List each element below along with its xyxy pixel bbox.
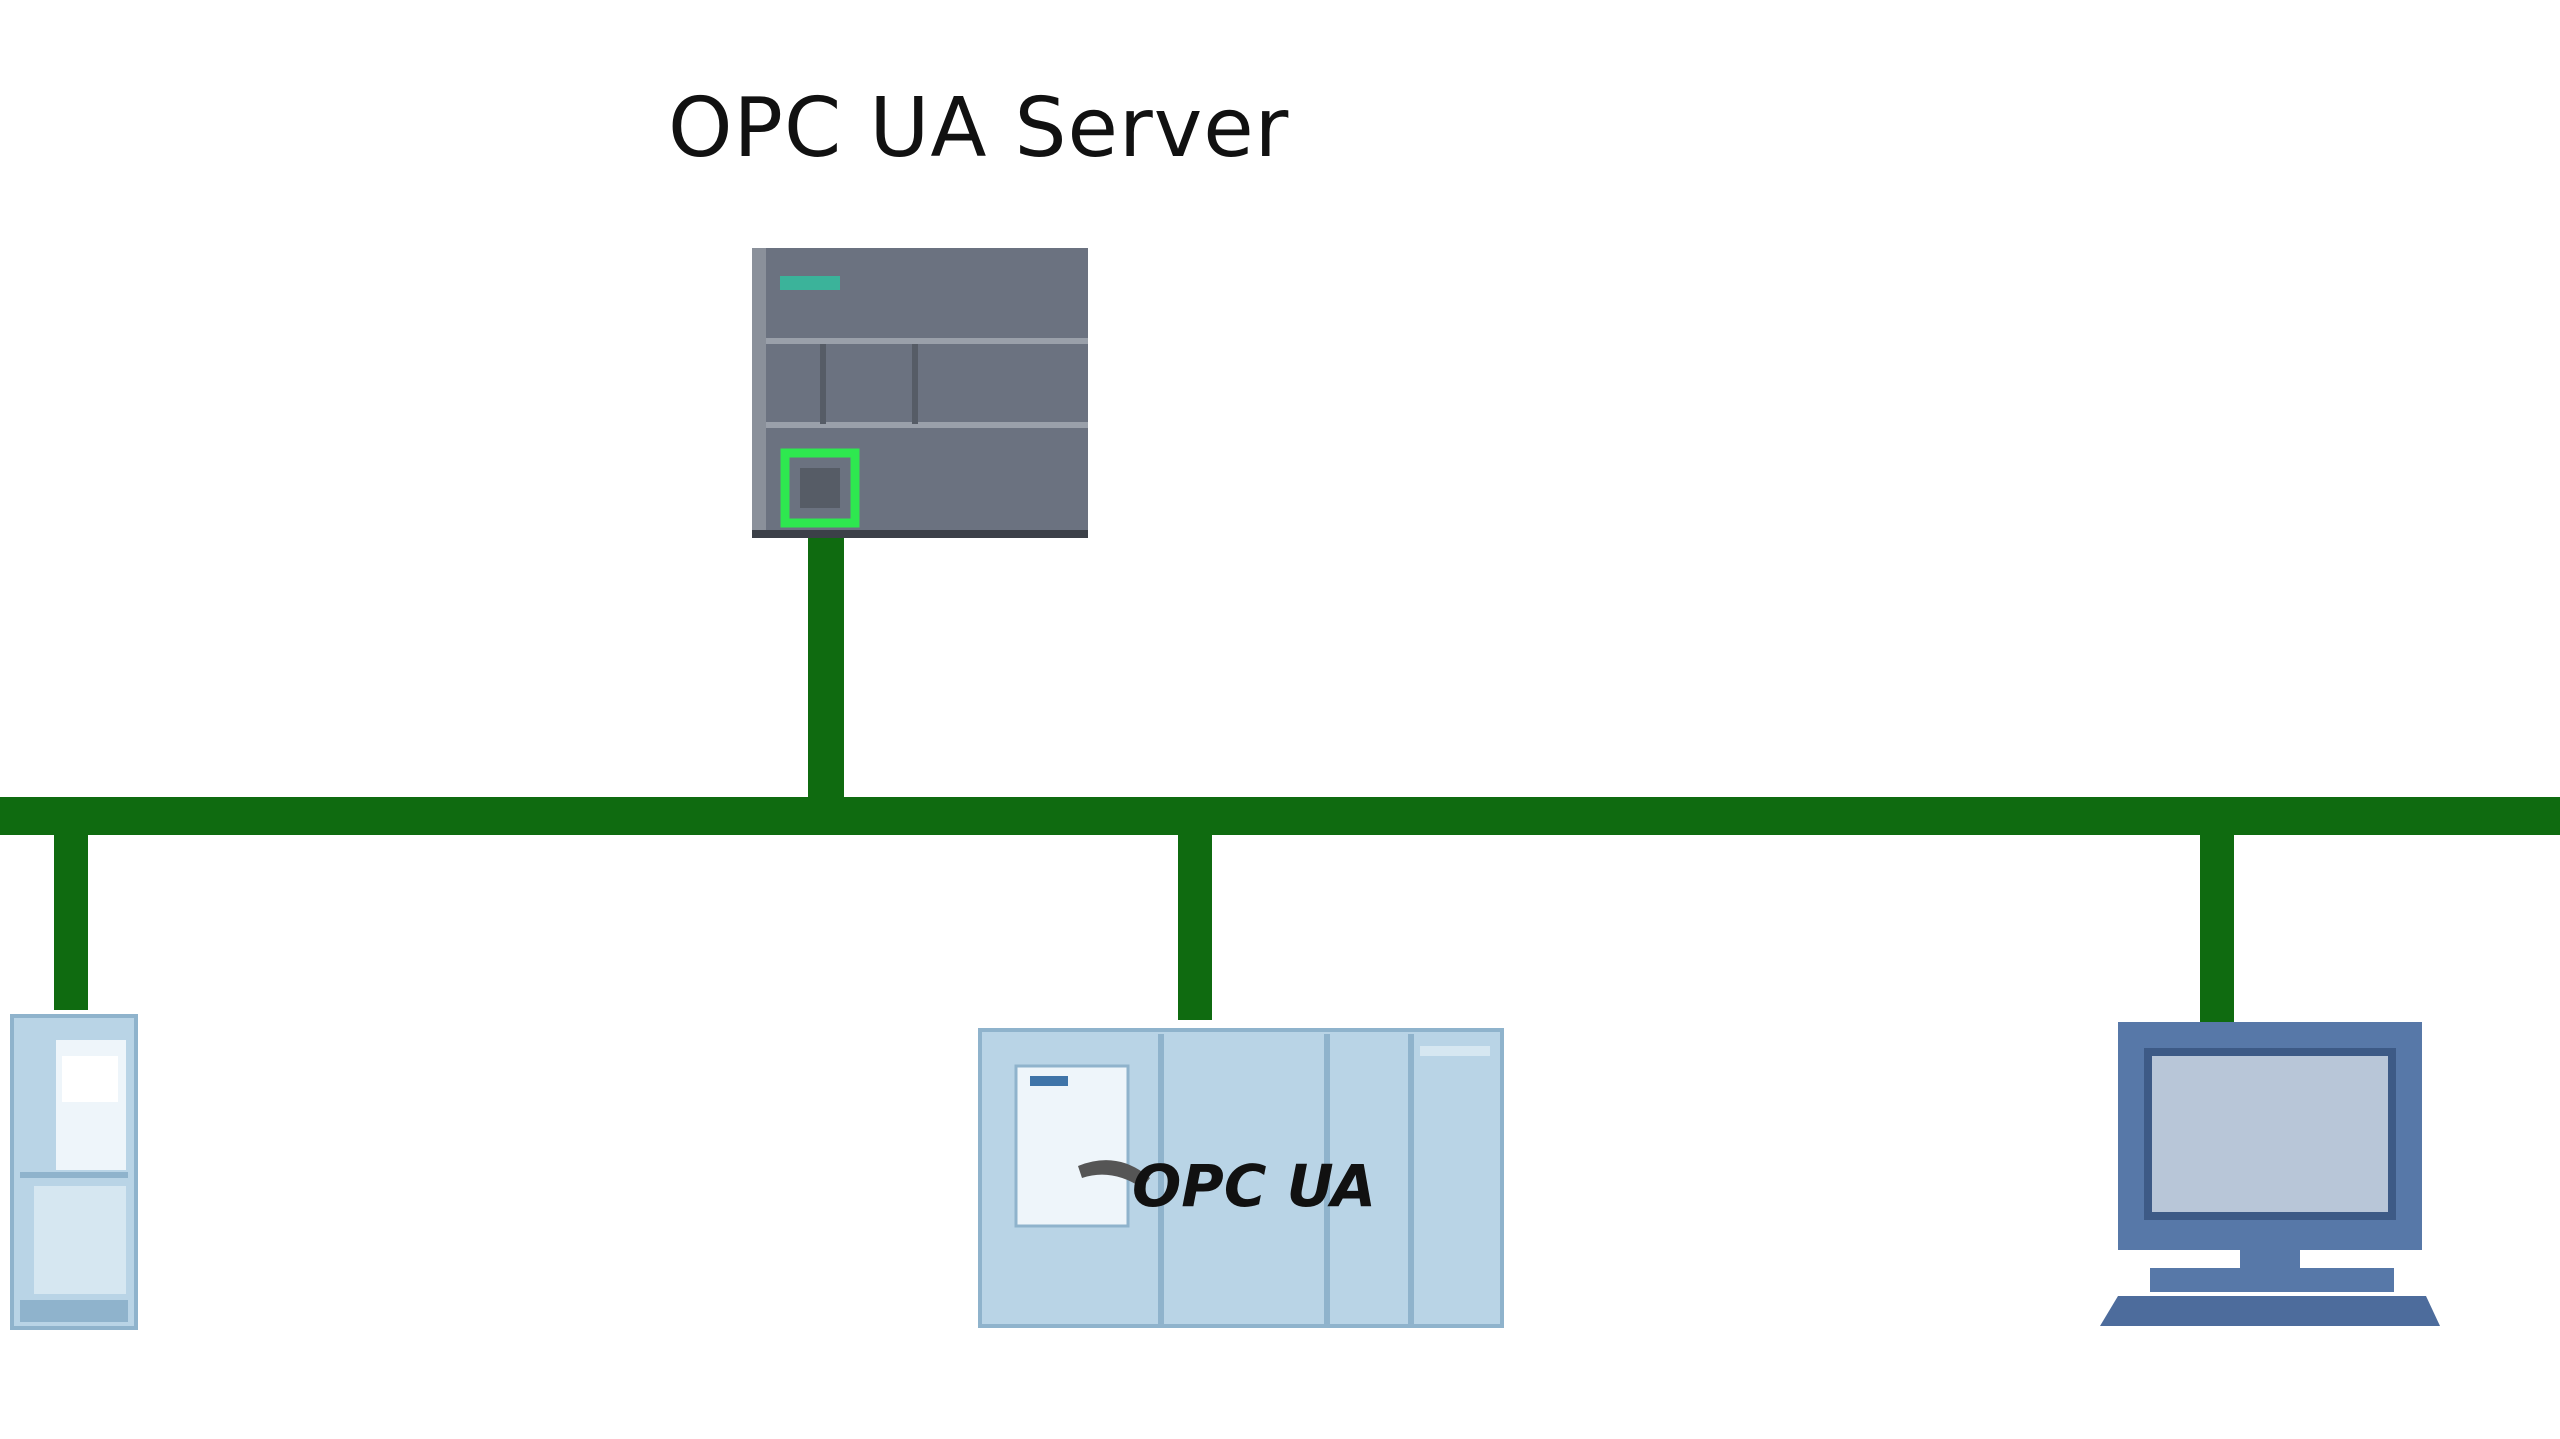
network-bus (0, 797, 2560, 835)
server-connection-line (808, 535, 844, 815)
client-center-device: OPC UA (978, 1028, 1504, 1328)
client-right-connection-line (2200, 815, 2234, 1025)
monitor-screen (2152, 1056, 2388, 1212)
server-label: OPC UA Server (668, 81, 1290, 176)
server-port-highlight (780, 448, 860, 528)
client-center-connection-line (1178, 815, 1212, 1020)
client-right-pc (2100, 1022, 2440, 1326)
keyboard-icon (2100, 1296, 2440, 1326)
opc-ua-swoosh-icon (1078, 1160, 1150, 1188)
client-center-logo-text: OPC UA (1132, 1152, 1376, 1220)
server-device (752, 248, 1088, 538)
client-left-device (10, 1014, 138, 1330)
client-left-connection-line (54, 815, 88, 1010)
